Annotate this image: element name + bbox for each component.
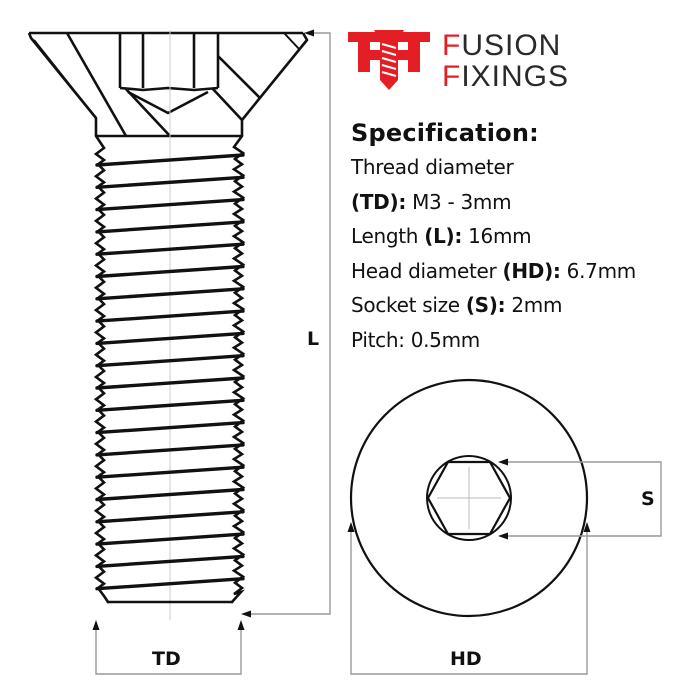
spec-socket-value: 2mm [505, 293, 563, 317]
specification-panel: Specification: Thread diameter (TD): M3 … [351, 118, 636, 357]
spec-hd-value: 6.7mm [560, 258, 637, 283]
brand-initial-1: F [442, 29, 462, 62]
socket-label: S [641, 488, 655, 510]
head-diameter-dimension [350, 530, 588, 675]
spec-thread-diameter-label: Thread diameter [351, 155, 514, 179]
spec-socket-size: Socket size (S): 2mm [351, 288, 636, 323]
fusion-fixings-logo: FUSION FIXINGS [346, 28, 606, 92]
spec-length: Length (L): 16mm [351, 219, 636, 254]
thread-diameter-dimension [95, 628, 242, 675]
spec-pitch-value: 0.5mm [404, 327, 481, 352]
spec-hd-label: Head diameter [351, 258, 503, 283]
spec-head-diameter: Head diameter (HD): 6.7mm [351, 254, 636, 289]
spec-hd-abbr: (HD): [502, 258, 561, 283]
spec-length-abbr: (L): [424, 224, 463, 248]
head-diameter-label: HD [450, 648, 482, 670]
spec-length-label: Length [351, 224, 425, 248]
brand-word-2: IXINGS [461, 60, 570, 93]
spec-pitch-label: Pitch: [351, 327, 405, 352]
spec-length-value: 16mm [462, 224, 532, 248]
spec-title: Specification: [351, 119, 539, 147]
thread-diameter-label: TD [152, 648, 181, 670]
spec-socket-label: Socket size [351, 293, 466, 317]
brand-name: FUSION FIXINGS [442, 30, 569, 92]
length-dimension [248, 32, 331, 615]
spec-pitch: Pitch: 0.5mm [351, 323, 636, 358]
screw-head-top-view [349, 378, 589, 618]
spec-td-value: M3 - 3mm [406, 189, 512, 214]
spec-socket-abbr: (S): [465, 293, 506, 317]
brand-word-1: USION [461, 29, 562, 62]
socket-dimension [507, 461, 662, 537]
thread-body [93, 134, 246, 604]
logo-screw-icon [348, 30, 430, 90]
screw-head-side-view [27, 31, 309, 138]
length-label: L [307, 328, 320, 350]
spec-thread-diameter: (TD): M3 - 3mm [351, 185, 636, 220]
brand-initial-2: F [442, 60, 462, 93]
spec-td-abbr: (TD): [351, 189, 407, 214]
